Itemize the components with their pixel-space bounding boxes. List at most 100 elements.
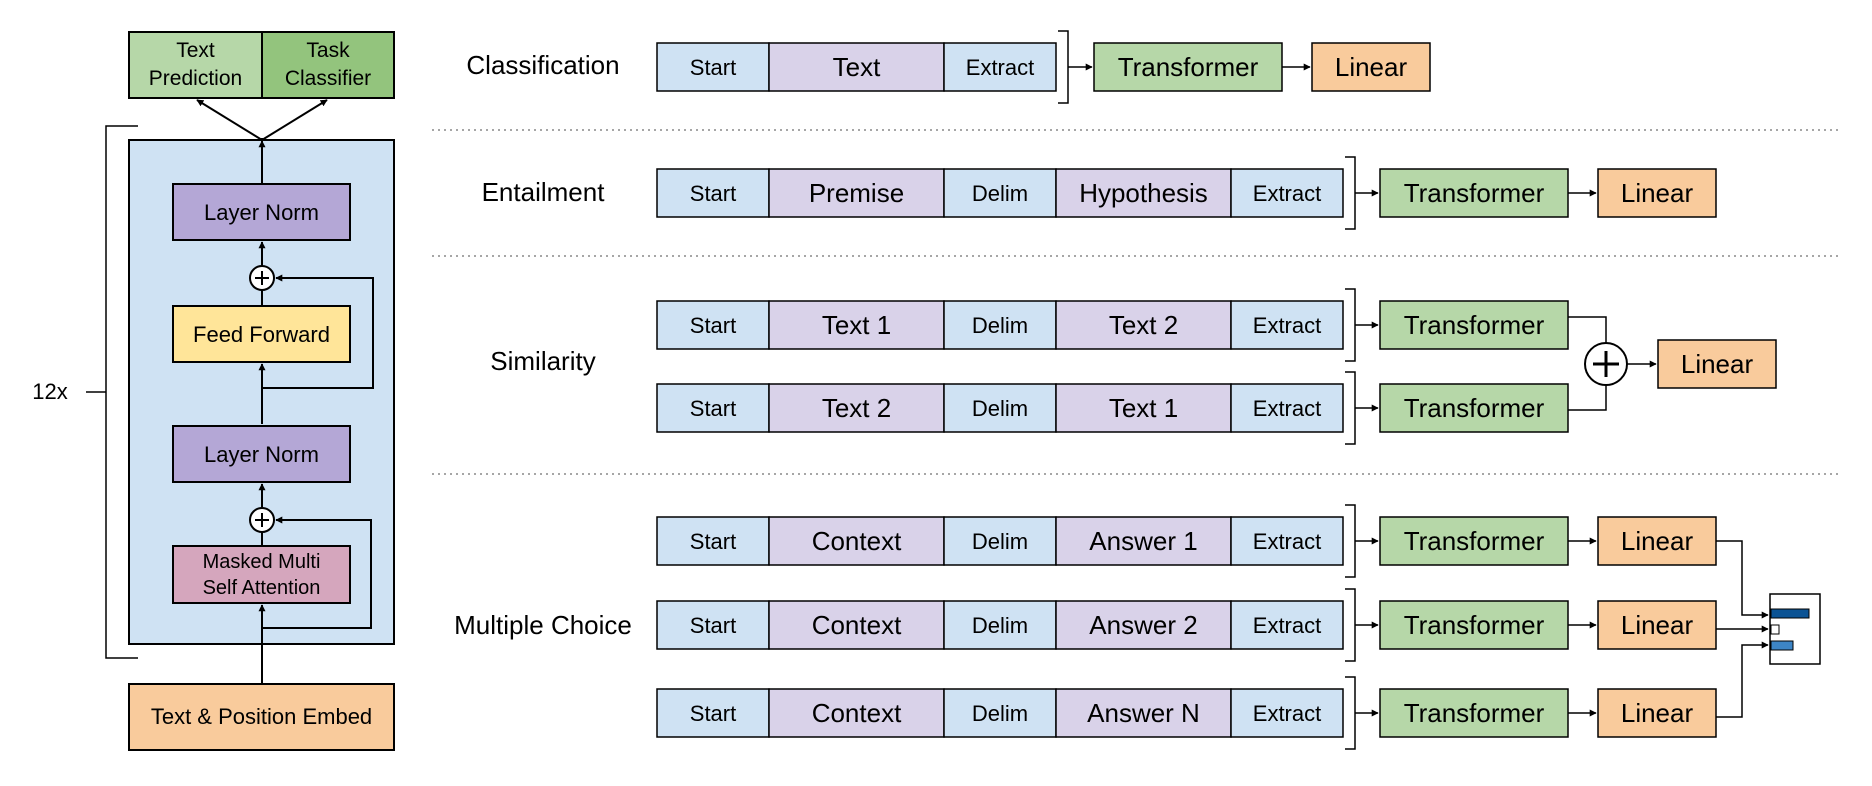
similarity-row0-token-label: Text 2 — [1109, 310, 1178, 340]
classification-row0-token-label: Extract — [966, 55, 1034, 80]
entailment-row0-token-start — [656, 168, 770, 218]
attention-label-box: Masked Multi Self Attention — [202, 550, 321, 599]
entailment-row0-bracket — [1345, 156, 1356, 230]
mc-arrow-3 — [1716, 641, 1769, 718]
classification-transformer-label: Transformer — [1118, 52, 1259, 82]
entailment-row0-token-extract — [1230, 168, 1344, 218]
attention-label: Masked Multi Self Attention — [202, 550, 321, 599]
entailment-row0-token-delim — [943, 168, 1057, 218]
entailment-row0-token-premise — [768, 168, 945, 218]
entailment-linear-label: Linear — [1621, 178, 1694, 208]
entailment-row0-token-label: Hypothesis — [1079, 178, 1208, 208]
similarity-row1-token-label: Start — [690, 396, 736, 421]
multiple-choice-row0-token-label: Context — [812, 526, 902, 556]
similarity-row1-token-delim — [943, 383, 1057, 433]
similarity-row0-token-label: Text 1 — [822, 310, 891, 340]
classification-linear — [1311, 42, 1431, 92]
multiple-choice-row0-linear — [1597, 516, 1717, 566]
repeat-label: 12x — [32, 379, 67, 404]
task-label-multiple-choice: Multiple Choice — [454, 610, 632, 640]
similarity-linear — [1657, 339, 1777, 389]
layer-norm-top — [172, 183, 351, 241]
multiple-choice-row0-token-answer-1 — [1055, 516, 1232, 566]
masked-self-attention — [172, 545, 351, 604]
multiple-choice-row2-token-context — [768, 688, 945, 738]
entailment-row0-token-label: Premise — [809, 178, 904, 208]
multiple-choice-row1-transformer — [1379, 600, 1569, 650]
feed-forward-label: Feed Forward — [193, 322, 330, 347]
similarity-row0-token-text-1 — [768, 300, 945, 350]
multiple-choice-row0-bracket — [1345, 504, 1356, 578]
multiple-choice-row0-token-context — [768, 516, 945, 566]
architecture-panel: 12x Text Prediction Task Classifier Laye… — [32, 31, 395, 751]
softmax-bar-2 — [1770, 624, 1780, 635]
multiple-choice-row0-token-label: Answer 1 — [1089, 526, 1197, 556]
multiple-choice-row1-token-context — [768, 600, 945, 650]
classification-row0-token-extract — [943, 42, 1057, 92]
similarity-row0-transformer-label: Transformer — [1404, 310, 1545, 340]
multiple-choice-row1-linear — [1597, 600, 1717, 650]
task-classifier-label-box: Task Classifier — [285, 39, 371, 90]
similarity-row0-token-text-2 — [1055, 300, 1232, 350]
similarity-row1-token-label: Delim — [972, 396, 1028, 421]
multiple-choice-row1-token-answer-2 — [1055, 600, 1232, 650]
softmax-bar-1 — [1770, 608, 1810, 619]
arrow-to-task-classifier — [261, 99, 328, 141]
similarity-combine: Linear — [1568, 316, 1777, 411]
layer-norm-bottom-label: Layer Norm — [204, 442, 319, 467]
similarity-row1-token-label: Text 1 — [1109, 393, 1178, 423]
multiple-choice-row0-token-delim — [943, 516, 1057, 566]
similarity-row1-token-label: Text 2 — [822, 393, 891, 423]
multiple-choice-row0-token-extract — [1230, 516, 1344, 566]
similarity-row1-token-text-1 — [1055, 383, 1232, 433]
multiple-choice-row2-token-label: Context — [812, 698, 902, 728]
multiple-choice-row1-token-label: Answer 2 — [1089, 610, 1197, 640]
text-prediction-label: Text Prediction — [148, 39, 243, 90]
sim-bottom-to-plus — [1568, 384, 1607, 411]
layer-norm-bottom — [172, 425, 351, 483]
multiple-choice-row0-transformer-label: Transformer — [1404, 526, 1545, 556]
entailment-row0-token-label: Start — [690, 181, 736, 206]
similarity-row1-token-extract — [1230, 383, 1344, 433]
entailment-row0-token-label: Extract — [1253, 181, 1321, 206]
classification-row0-token-label: Text — [833, 52, 881, 82]
similarity-row1-bracket — [1345, 371, 1356, 445]
multiple-choice-row1-transformer-label: Transformer — [1404, 610, 1545, 640]
multiple-choice-row1-token-label: Context — [812, 610, 902, 640]
multiple-choice-row1-token-label: Start — [690, 613, 736, 638]
entailment-row0-token-hypothesis — [1055, 168, 1232, 218]
similarity-row1-token-text-2 — [768, 383, 945, 433]
similarity-row0-transformer — [1379, 300, 1569, 350]
task-classifier-head — [261, 31, 395, 99]
entailment-row0-token-label: Delim — [972, 181, 1028, 206]
multiple-choice-row0-token-label: Start — [690, 529, 736, 554]
similarity-linear-label: Linear — [1681, 349, 1754, 379]
similarity-row0-token-label: Start — [690, 313, 736, 338]
similarity-row1-transformer — [1379, 383, 1569, 433]
multiple-choice-row2-linear — [1597, 688, 1717, 738]
multiple-choice-row1-linear-label: Linear — [1621, 610, 1694, 640]
task-label-classification: Classification — [466, 50, 619, 80]
entailment-transformer — [1379, 168, 1569, 218]
multiple-choice-row2-token-delim — [943, 688, 1057, 738]
multiple-choice-row2-linear-label: Linear — [1621, 698, 1694, 728]
similarity-row1-token-label: Extract — [1253, 396, 1321, 421]
similarity-row0-token-label: Extract — [1253, 313, 1321, 338]
multiple-choice-row1-token-delim — [943, 600, 1057, 650]
layer-norm-top-label: Layer Norm — [204, 200, 319, 225]
multiple-choice-row2-bracket — [1345, 676, 1356, 750]
task-label-similarity: Similarity — [490, 346, 595, 376]
sim-top-to-plus — [1568, 316, 1607, 344]
multiple-choice-row1-token-label: Delim — [972, 613, 1028, 638]
separators — [432, 129, 1838, 475]
multiple-choice-softmax — [1716, 540, 1821, 718]
multiple-choice-row2-token-extract — [1230, 688, 1344, 738]
embed-label: Text & Position Embed — [151, 704, 372, 729]
mc-arrow-1 — [1716, 540, 1769, 619]
multiple-choice-row2-transformer-label: Transformer — [1404, 698, 1545, 728]
multiple-choice-row0-token-label: Delim — [972, 529, 1028, 554]
similarity-row0-token-start — [656, 300, 770, 350]
multiple-choice-row0-token-label: Extract — [1253, 529, 1321, 554]
